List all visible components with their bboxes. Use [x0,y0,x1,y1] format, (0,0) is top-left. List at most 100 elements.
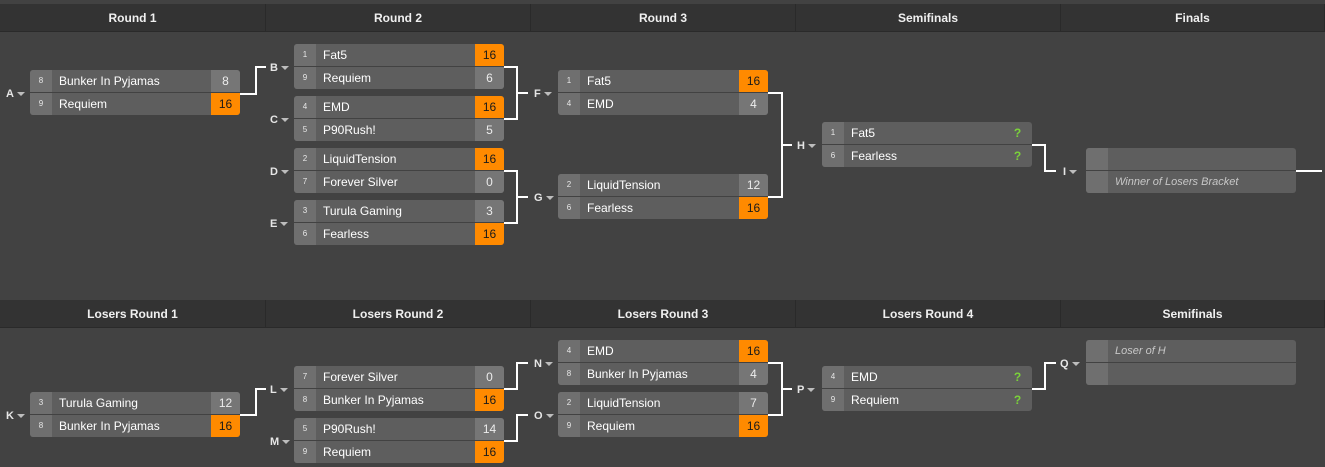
score [1267,340,1296,362]
header-finals: Finals [1061,4,1325,32]
score [1267,148,1296,170]
match-i[interactable]: Winner of Losers Bracket [1086,148,1296,194]
dropdown-arrow-icon [807,144,816,149]
seed-number: 1 [822,122,844,144]
header-losers-semifinals: Semifinals [1061,300,1325,328]
seed-number: 4 [294,96,316,118]
match-slot[interactable] [1086,148,1296,170]
header-losers-round-4: Losers Round 4 [796,300,1061,328]
match-label-a[interactable]: A [6,87,25,101]
match-label-f[interactable]: F [534,87,552,101]
dropdown-arrow-icon [282,440,291,445]
match-label-b[interactable]: B [270,61,289,75]
match-label-m[interactable]: M [270,435,291,449]
match-label-c[interactable]: C [270,113,289,127]
team-name: Turula Gaming [59,396,138,410]
dropdown-arrow-icon [1069,170,1078,175]
seed-number: 8 [30,70,52,92]
match-slot[interactable] [1086,363,1296,385]
seed-number [1086,363,1108,385]
match-label-g[interactable]: G [534,191,554,205]
match-slot[interactable]: Winner of Losers Bracket [1086,171,1296,193]
team-name: LiquidTension [323,152,397,166]
match-label-k[interactable]: K [6,409,25,423]
seed-number: 7 [294,366,316,388]
match-label-d[interactable]: D [270,165,289,179]
seed-number: 5 [294,119,316,141]
match-label-l[interactable]: L [270,383,288,397]
seed-number [1086,340,1108,362]
team-name: EMD [323,100,350,114]
seed-number: 4 [558,93,580,115]
match-slot[interactable]: Loser of H [1086,340,1296,362]
header-round-3: Round 3 [531,4,796,32]
match-label-q[interactable]: Q [1060,357,1080,371]
match-label-text: A [6,88,14,100]
match-label-p[interactable]: P [797,383,816,397]
match-q[interactable]: Loser of H [1086,340,1296,386]
match-label-o[interactable]: O [534,409,554,423]
seed-number: 9 [294,441,316,463]
match-label-text: Q [1060,358,1069,370]
dropdown-arrow-icon [279,388,288,393]
match-label-text: M [270,436,280,448]
match-label-text: K [6,410,14,422]
seed-number: 1 [294,44,316,66]
match-label-i[interactable]: I [1063,165,1078,179]
match-label-text: E [270,218,278,230]
score: 14 [475,418,504,440]
match-label-text: C [270,114,278,126]
match-label-text: O [534,410,543,422]
score: 12 [211,392,240,414]
seed-number: 8 [294,389,316,411]
match-label-h[interactable]: H [797,139,816,153]
match-label-e[interactable]: E [270,217,289,231]
score: 7 [739,392,768,414]
dropdown-arrow-icon [807,388,816,393]
match-label-n[interactable]: N [534,357,553,371]
